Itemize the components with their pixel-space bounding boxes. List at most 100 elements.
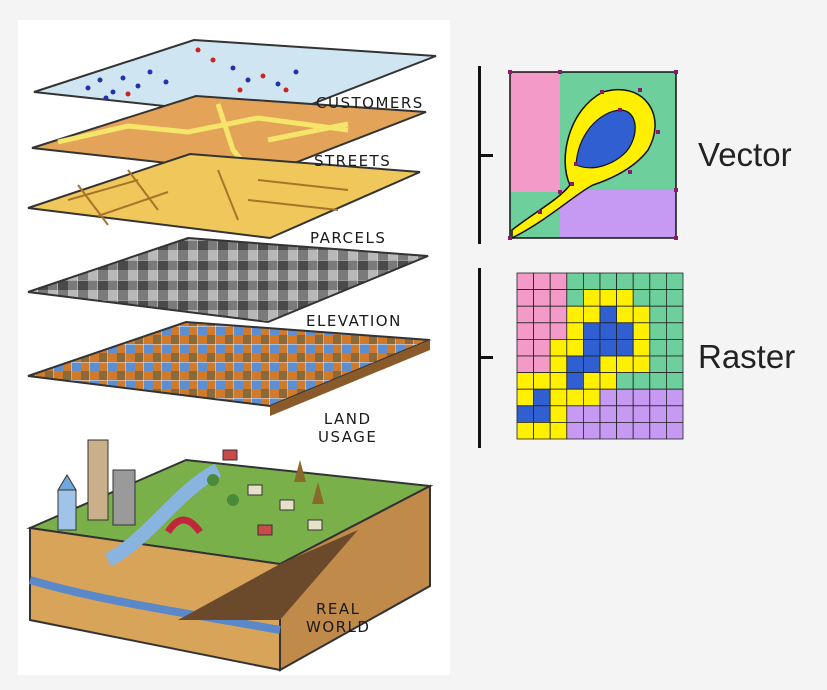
raster-cell	[599, 322, 618, 340]
raster-cell	[665, 339, 684, 357]
real-world-block	[26, 439, 434, 672]
raster-cell	[566, 339, 584, 357]
raster-cell	[665, 372, 684, 390]
raster-cell	[632, 272, 651, 291]
vector-vertices	[508, 70, 678, 240]
parcels-layer	[27, 152, 421, 240]
raster-grid	[516, 272, 684, 440]
raster-cell	[649, 339, 667, 357]
raster-cell	[516, 388, 535, 407]
raster-cell	[549, 405, 568, 423]
raster-label: Raster	[698, 338, 796, 375]
raster-cell	[533, 305, 551, 324]
raster-cell	[665, 405, 684, 423]
raster-cell	[632, 388, 651, 407]
raster-cell	[665, 388, 684, 407]
raster-cell	[566, 305, 584, 324]
layer-label-customers: CUSTOMERS	[316, 94, 424, 112]
layer-label-world: WORLD	[306, 618, 371, 636]
raster-cell	[583, 305, 601, 324]
raster-cell	[649, 388, 667, 407]
raster-cell	[599, 421, 618, 440]
raster-cell	[549, 388, 568, 407]
raster-cell	[632, 405, 651, 423]
raster-cell	[665, 305, 684, 324]
raster-cell	[616, 289, 634, 307]
raster-cell	[583, 322, 601, 340]
layer-label-real-world: REAL WORLD	[306, 600, 370, 636]
raster-cell	[533, 405, 551, 423]
raster-cell	[566, 372, 584, 390]
gis-layers-illustration: CUSTOMERS STREETS PARCELS ELEVATION LAND…	[18, 20, 450, 675]
raster-cell	[566, 421, 584, 440]
raster-cell	[599, 405, 618, 423]
vector-pink-polygon	[510, 72, 560, 192]
raster-cell	[533, 339, 551, 357]
raster-cell	[516, 305, 535, 324]
vector-bracket	[478, 66, 481, 244]
raster-cell	[533, 322, 551, 340]
raster-cell	[516, 289, 535, 307]
raster-cell	[549, 421, 568, 440]
raster-cell	[616, 339, 634, 357]
raster-cell	[665, 289, 684, 307]
raster-cell	[516, 272, 535, 291]
raster-cell	[599, 289, 618, 307]
raster-cell	[549, 355, 568, 374]
vector-bracket-tick	[481, 154, 493, 157]
raster-cell	[616, 272, 634, 291]
raster-cell	[649, 289, 667, 307]
raster-bracket	[478, 268, 481, 448]
raster-cell	[549, 272, 568, 291]
raster-cell	[616, 305, 634, 324]
raster-cell	[599, 272, 618, 291]
layer-label-elevation: ELEVATION	[306, 312, 402, 330]
raster-cell	[516, 405, 535, 423]
raster-cell	[583, 272, 601, 291]
raster-cell	[599, 305, 618, 324]
vector-label: Vector	[698, 136, 792, 173]
layer-label-land-usage: LAND USAGE	[318, 410, 377, 446]
raster-cell	[616, 405, 634, 423]
raster-cell	[566, 322, 584, 340]
raster-cell	[616, 355, 634, 374]
layer-label-real: REAL	[315, 600, 361, 618]
raster-cell	[533, 289, 551, 307]
raster-cell	[649, 305, 667, 324]
vector-blue-lake	[575, 109, 636, 169]
raster-cell	[549, 372, 568, 390]
raster-cell	[516, 355, 535, 374]
raster-bracket-tick	[481, 356, 493, 359]
layer-label-streets: STREETS	[314, 152, 392, 170]
raster-cell	[632, 421, 651, 440]
raster-cell	[549, 322, 568, 340]
raster-cell	[516, 322, 535, 340]
layer-stack-drawing	[26, 38, 437, 672]
raster-cell	[566, 355, 584, 374]
raster-cell	[583, 372, 601, 390]
raster-cell	[583, 339, 601, 357]
raster-model-diagram	[516, 272, 684, 440]
raster-cell	[649, 322, 667, 340]
raster-cell	[533, 421, 551, 440]
raster-cell	[566, 388, 584, 407]
raster-cell	[616, 372, 634, 390]
elevation-layer	[27, 236, 429, 324]
raster-cell	[533, 355, 551, 374]
raster-cell	[583, 289, 601, 307]
raster-cell	[616, 421, 634, 440]
raster-cell	[599, 372, 618, 390]
raster-cell	[516, 372, 535, 390]
raster-cell	[583, 355, 601, 374]
raster-cell	[616, 388, 634, 407]
raster-cell	[583, 405, 601, 423]
land-usage-layer	[27, 320, 431, 416]
raster-cell	[665, 272, 684, 291]
raster-cell	[632, 289, 651, 307]
streets-layer	[31, 94, 427, 176]
raster-cell	[549, 289, 568, 307]
raster-cell	[632, 372, 651, 390]
raster-cell	[549, 339, 568, 357]
raster-cell	[583, 421, 601, 440]
raster-cell	[665, 355, 684, 374]
